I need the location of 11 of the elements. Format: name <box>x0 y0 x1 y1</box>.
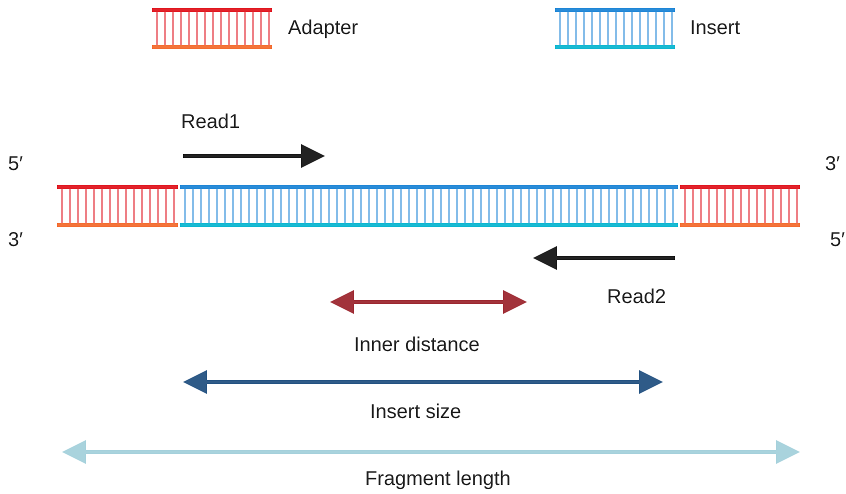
read-label: Read1 <box>181 110 240 134</box>
dimension-label: Fragment length <box>365 467 511 491</box>
strand-end-label: 3′ <box>825 152 840 176</box>
strand-end-label: 3′ <box>8 228 23 252</box>
dimension-label: Inner distance <box>354 333 480 357</box>
dimension-label: Insert size <box>370 400 462 424</box>
legend-label: Adapter <box>288 16 358 40</box>
legend-label: Insert <box>690 16 740 40</box>
read-label: Read2 <box>607 285 666 309</box>
strand-end-label: 5′ <box>830 228 845 252</box>
strand-end-label: 5′ <box>8 152 23 176</box>
